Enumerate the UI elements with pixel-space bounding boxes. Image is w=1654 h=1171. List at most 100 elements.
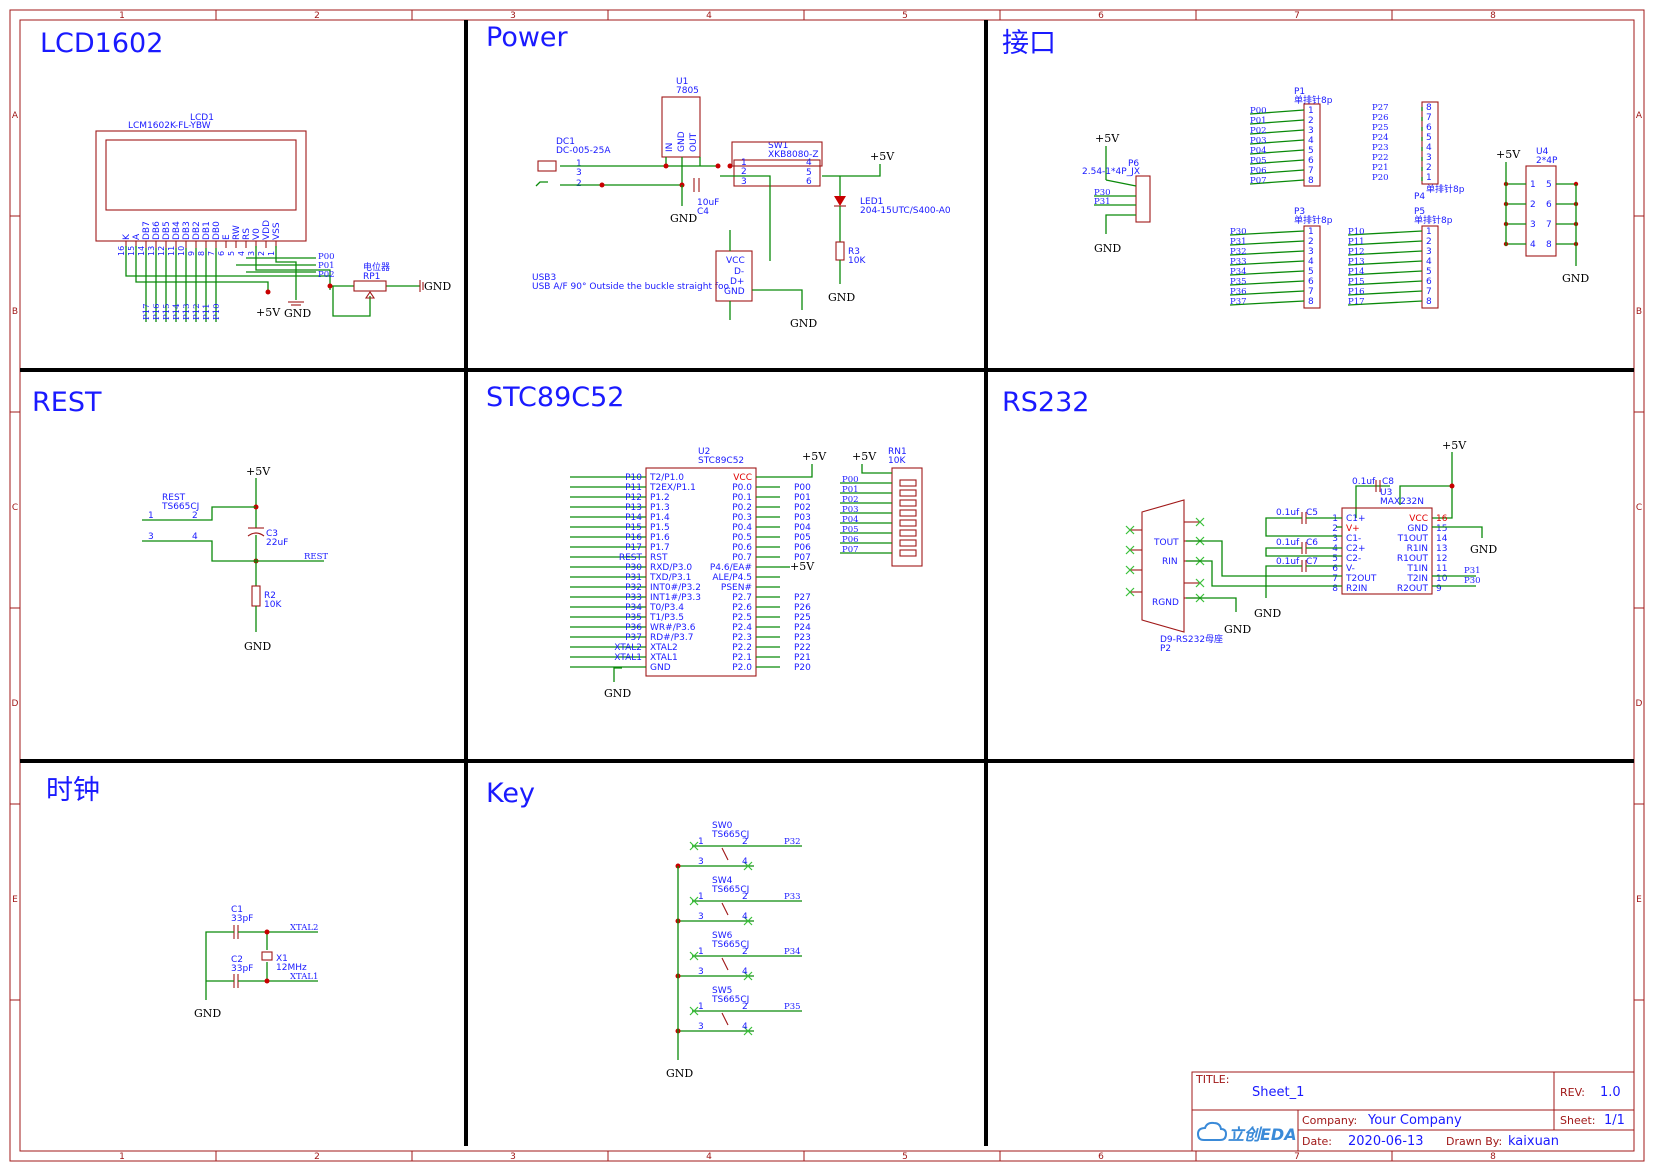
key-switch-part: TS665CJ [711, 940, 749, 950]
ruler-col: 8 [1490, 11, 1496, 21]
rn1-net: P01 [842, 485, 859, 495]
p1-pin-number: 6 [1308, 156, 1314, 166]
u3-left-num: 4 [1332, 544, 1338, 554]
rn1-net: P00 [842, 475, 859, 485]
mcu-right-pin: P0.1 [732, 493, 752, 503]
mcu-left-pin: TXD/P3.1 [649, 573, 691, 583]
p4-pin-number: 7 [1426, 113, 1432, 123]
u3-left-pin: C2- [1346, 554, 1361, 564]
key-pin: 3 [698, 1022, 704, 1032]
lcd-pin-name: E [222, 234, 232, 240]
rest-pin4: 4 [192, 532, 198, 542]
p3-pin-number: 5 [1308, 267, 1314, 277]
rev-value: 1.0 [1600, 1085, 1621, 1100]
mcu-left-net: P17 [625, 543, 642, 553]
mcu-left-pin: P1.3 [650, 503, 670, 513]
c3-val: 22uF [266, 538, 288, 548]
u3-left-num: 2 [1332, 524, 1338, 534]
u3-left-num: 3 [1332, 534, 1338, 544]
company-value: Your Company [1367, 1113, 1462, 1128]
lcd-pin-name: VDD [262, 220, 272, 240]
mcu-left-net: XTAL1 [614, 653, 642, 663]
u1-pin-out: OUT [689, 132, 699, 152]
key-pin: 4 [742, 857, 748, 867]
p6-net-p31: P31 [1094, 197, 1111, 207]
mcu-left-pin: RXD/P3.0 [650, 563, 692, 573]
lcd-pin-number: 6 [217, 251, 226, 256]
u3-left-pin: V+ [1346, 524, 1360, 534]
mcu-plus5: +5V [802, 450, 827, 463]
mcu-left-pin: P1.5 [650, 523, 670, 533]
key-pin: 1 [698, 837, 704, 847]
u3-left-pin: C1+ [1346, 514, 1366, 524]
p5-pin-number: 5 [1426, 267, 1432, 277]
power-plus5: +5V [870, 150, 895, 163]
lcd-pin-name: DB7 [142, 221, 152, 240]
p4-net-label: P27 [1372, 103, 1389, 113]
mcu-left-net: P34 [625, 603, 642, 613]
mcu-left-pin: P1.2 [650, 493, 670, 503]
u3-left-pin: V- [1346, 564, 1355, 574]
mcu-left-net: P10 [625, 473, 642, 483]
mcu-right-pin: P2.1 [732, 653, 752, 663]
mcu-right-pin: P2.2 [732, 643, 752, 653]
c8-val: 0.1uf [1352, 477, 1376, 487]
mcu-right-net: P05 [794, 533, 811, 543]
p1-pin-number: 7 [1308, 166, 1314, 176]
p1-part: 单排针8p [1294, 94, 1333, 106]
ruler-row: A [12, 111, 19, 121]
c5-ref: C5 [1306, 508, 1318, 518]
rest-gnd: GND [244, 640, 271, 653]
c1-val: 33pF [231, 914, 253, 924]
u3-left-pin: C1- [1346, 534, 1361, 544]
u3-right-pin: R1IN [1407, 544, 1428, 554]
p4-pin-number: 3 [1426, 153, 1432, 163]
c3-ref: C3 [266, 529, 278, 539]
power-gnd-2: GND [828, 291, 855, 304]
p1-net-label: P04 [1250, 146, 1267, 156]
key-pin: 1 [698, 1002, 704, 1012]
p1-net-label: P00 [1250, 106, 1267, 116]
mcu-left-pin: T2EX/P1.1 [649, 483, 696, 493]
key-pin: 2 [742, 1002, 748, 1012]
usb-pin-dm: D- [734, 267, 744, 277]
section-title-key: Key [486, 778, 535, 809]
iface-u4-gnd: GND [1562, 272, 1589, 285]
p3-net-label: P34 [1230, 267, 1247, 277]
mcu-left-pin: XTAL2 [650, 643, 678, 653]
p5-ref: P5 [1414, 207, 1425, 217]
lcd-data-net: P17 [142, 303, 152, 320]
lcd-data-net: P14 [172, 303, 182, 320]
rn1-net: P05 [842, 525, 859, 535]
key-gnd: GND [666, 1067, 693, 1080]
ruler-col: 3 [510, 1152, 516, 1162]
usb-pin-vcc: VCC [726, 256, 745, 266]
lcd-pin-number: 8 [197, 251, 206, 256]
clock-section: C1 33pF C2 33pF X1 12MHz XTAL2 XTAL1 GND [194, 905, 318, 1020]
mcu-left-net: P11 [625, 483, 642, 493]
p5-pin-number: 2 [1426, 237, 1432, 247]
x1-val: 12MHz [276, 963, 307, 973]
lcd-gnd2-label: GND [424, 280, 451, 293]
mcu-left-pin: P1.7 [650, 543, 670, 553]
p3-net-label: P33 [1230, 257, 1247, 267]
p5-net-label: P14 [1348, 267, 1365, 277]
c7-ref: C7 [1306, 557, 1318, 567]
title-label: TITLE: [1195, 1073, 1229, 1086]
lcd-pin-name: DB5 [162, 221, 172, 240]
u4-pin-number: 7 [1546, 220, 1552, 230]
key-pin: 1 [698, 947, 704, 957]
mcu-left-net: P33 [625, 593, 642, 603]
c8-ref: C8 [1382, 477, 1394, 487]
mcu-right-net: P04 [794, 523, 811, 533]
u3-right-num: 16 [1436, 514, 1448, 524]
ruler-col: 3 [510, 11, 516, 21]
ruler-row: E [12, 895, 18, 905]
ruler-row: C [1636, 503, 1642, 513]
p6-part: 2.54-1*4P_JX [1082, 167, 1140, 177]
key-net: P35 [784, 1002, 801, 1012]
rest-pin1: 1 [148, 511, 154, 521]
ruler-row: C [12, 503, 18, 513]
p5-net-label: P16 [1348, 287, 1365, 297]
